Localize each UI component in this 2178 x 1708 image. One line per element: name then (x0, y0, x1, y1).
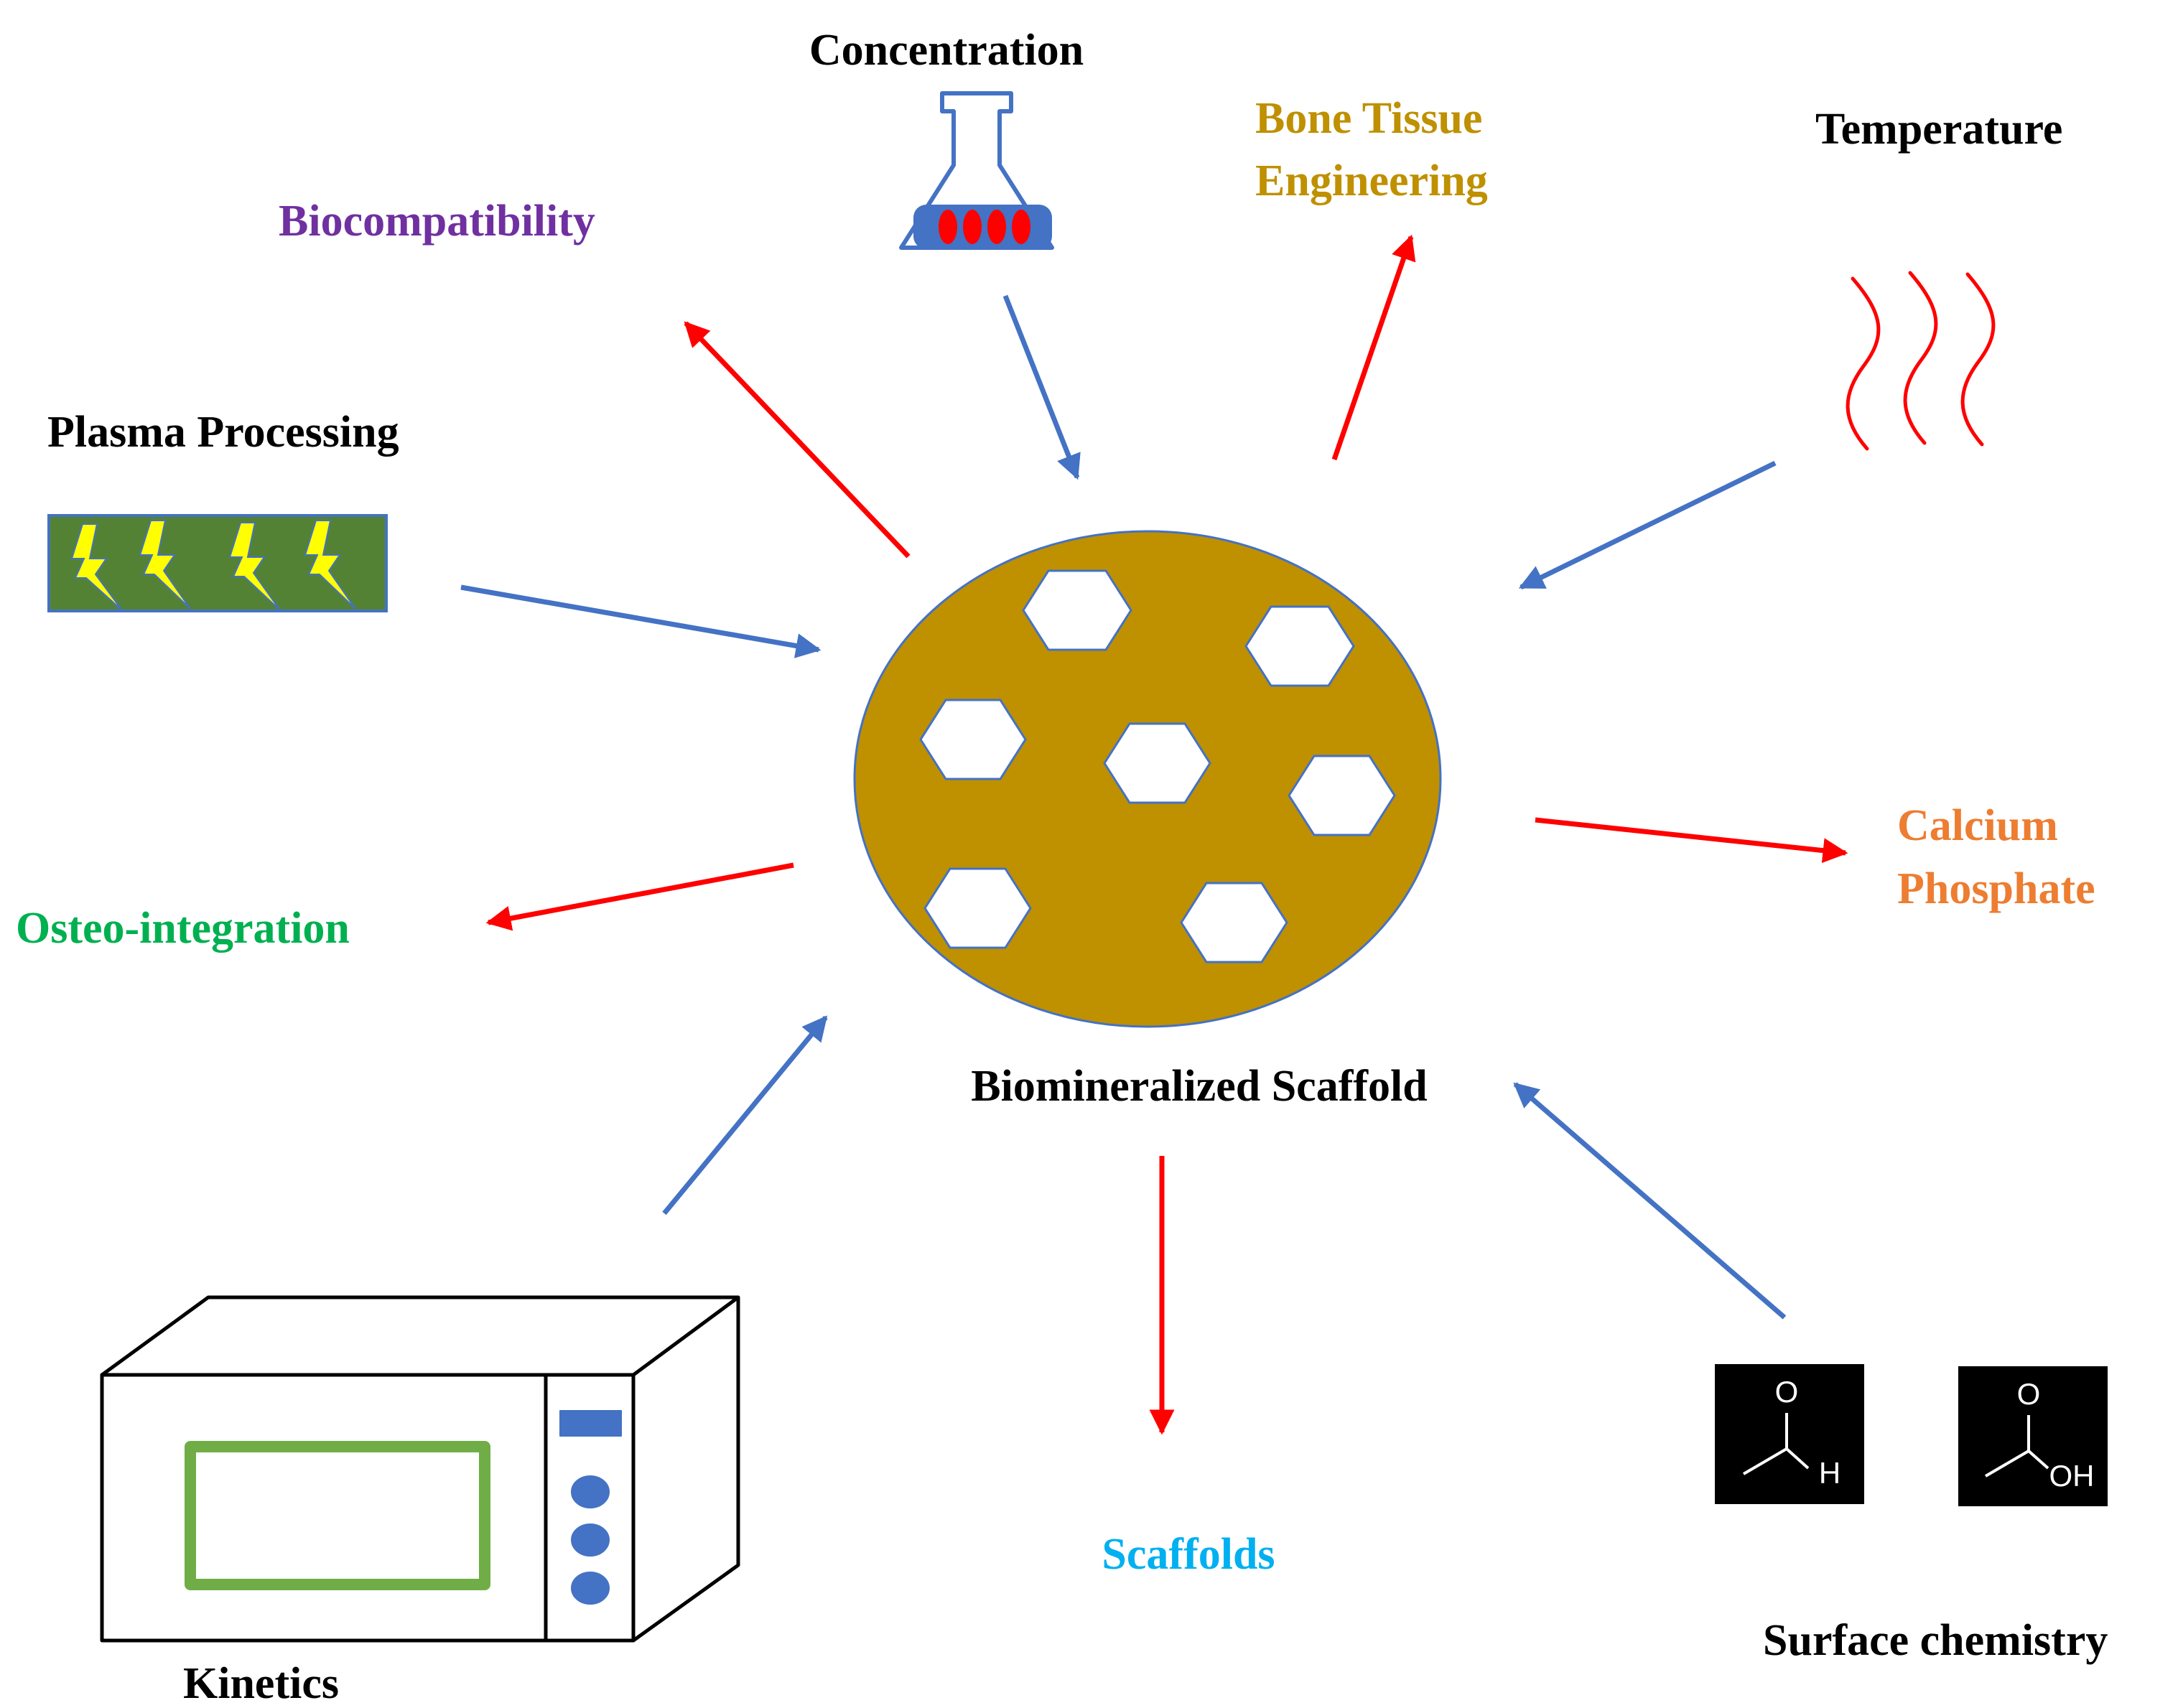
carboxylic-acid-structure-icon: O OH (1958, 1366, 2108, 1506)
label-center-biomineralized-scaffold: Biomineralized Scaffold (971, 1062, 1427, 1111)
pore-hexagon (923, 867, 1032, 949)
oven-display (559, 1410, 622, 1437)
label-calcium-line1: Calcium (1897, 801, 2058, 850)
lightning-bolt-icon (70, 520, 356, 611)
label-kinetics: Kinetics (183, 1659, 339, 1708)
label-concentration: Concentration (809, 26, 1084, 75)
pore-hexagon (1022, 569, 1132, 651)
arrow-osteo (485, 862, 794, 931)
acid-oh-label: OH (2049, 1459, 2095, 1493)
arrow-calcium (1535, 817, 1848, 864)
microwave-oven-icon (100, 1295, 740, 1643)
aldehyde-h-label: H (1819, 1456, 1840, 1490)
oven-button (571, 1475, 610, 1508)
aldehyde-structure-icon: O H (1715, 1364, 1864, 1504)
arrow-kinetics (662, 1015, 828, 1215)
arrow-temperature (1518, 460, 1777, 590)
arrow-biocompatibility (684, 321, 911, 559)
label-temperature: Temperature (1815, 105, 2062, 154)
label-plasma-processing: Plasma Processing (47, 408, 399, 457)
scaffold-disc (853, 530, 1442, 1028)
oven-window (185, 1441, 490, 1590)
label-bone-tissue-line1: Bone Tissue (1255, 94, 1482, 143)
flask-icon (899, 91, 1054, 250)
pore-hexagon (1103, 722, 1211, 804)
pore-hexagon (1180, 882, 1288, 963)
input-arrows (460, 294, 1787, 1320)
pore-hexagon (1288, 755, 1396, 836)
label-surface-chemistry: Surface chemistry (1763, 1616, 2108, 1665)
label-biocompatibility: Biocompatibility (279, 197, 595, 246)
heat-waves-icon (1846, 271, 1996, 451)
pore-hexagon (919, 699, 1027, 780)
plasma-panel-icon (47, 514, 388, 612)
oven-button (571, 1572, 610, 1605)
label-bone-tissue-line2: Engineering (1255, 157, 1488, 205)
acid-o-label: O (2017, 1377, 2041, 1411)
oven-button (571, 1523, 610, 1557)
arrow-plasma (460, 584, 822, 658)
arrow-concentration (1002, 294, 1081, 480)
aldehyde-o-label: O (1775, 1375, 1799, 1409)
arrow-bone-tissue (1331, 234, 1416, 461)
output-arrows (485, 234, 1848, 1435)
arrow-surface-chemistry (1513, 1082, 1787, 1320)
pore-hexagon (1244, 605, 1355, 687)
label-scaffolds: Scaffolds (1102, 1530, 1275, 1579)
label-osteo-integration: Osteo-integration (16, 904, 350, 953)
label-calcium-line2: Phosphate (1897, 864, 2095, 913)
